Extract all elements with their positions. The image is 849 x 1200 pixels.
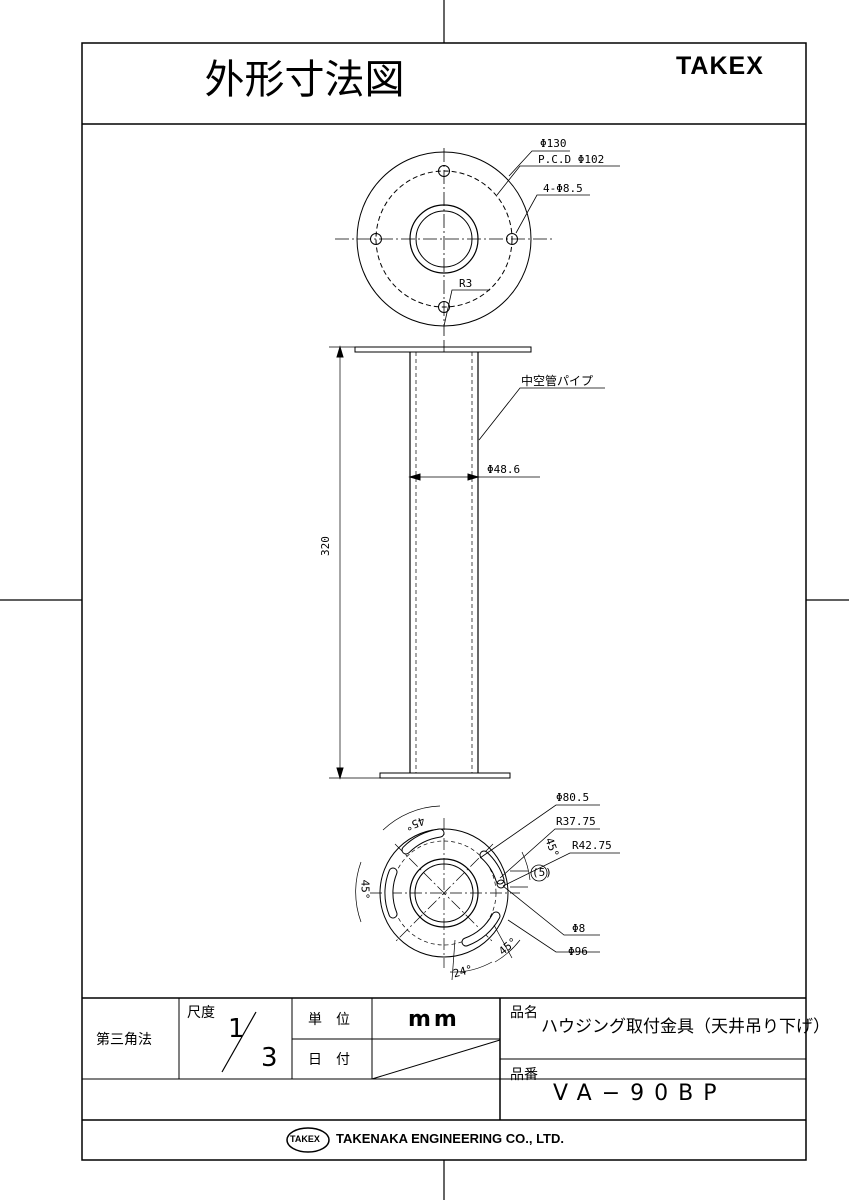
unit-label: 単 位 — [308, 1012, 350, 1028]
dim-hole: Φ8 — [572, 922, 586, 935]
scale-label: 尺度 — [187, 1005, 215, 1021]
product-number-label: 品番 — [510, 1067, 538, 1083]
top-view — [335, 148, 620, 336]
dim-slot: (5) — [532, 866, 552, 879]
dim-radius: R3 — [459, 277, 473, 290]
side-view — [329, 340, 605, 780]
dim-length: 320 — [319, 536, 332, 556]
dim-outer-dia-bottom: Φ96 — [568, 945, 588, 958]
page-title: 外形寸法図 — [204, 57, 405, 103]
title-block — [82, 997, 806, 1121]
product-name: ハウジング取付金具（天井吊り下げ） — [541, 1017, 830, 1037]
dim-r2: R42.75 — [572, 839, 612, 852]
scale-denominator: 3 — [261, 1043, 278, 1073]
dim-inner-dia: Φ80.5 — [556, 791, 590, 804]
logo-emblem — [286, 1127, 330, 1153]
unit-value: mm — [408, 1007, 460, 1032]
dim-holes: 4-Φ8.5 — [543, 182, 583, 195]
dim-outer-dia: Φ130 — [540, 137, 567, 150]
angle-left: 45° — [358, 879, 372, 900]
projection-method: 第三角法 — [96, 1032, 152, 1048]
pipe-label: 中空管パイプ — [521, 374, 594, 388]
product-name-label: 品名 — [510, 1005, 538, 1021]
dim-r1: R37.75 — [556, 815, 596, 828]
dim-pcd: P.C.D Φ102 — [538, 153, 605, 166]
product-number: VA−90BP — [553, 1081, 727, 1106]
frame-border — [81, 42, 807, 1161]
brand-logo: TAKEX — [676, 52, 764, 80]
dim-pipe-dia: Φ48.6 — [487, 463, 521, 476]
company-name: TAKENAKA ENGINEERING CO., LTD. — [336, 1131, 564, 1146]
scale-numerator: 1 — [228, 1014, 245, 1044]
date-label: 日 付 — [308, 1052, 350, 1068]
company-logo-text: TAKEX — [290, 1134, 320, 1144]
bottom-view — [355, 804, 620, 981]
